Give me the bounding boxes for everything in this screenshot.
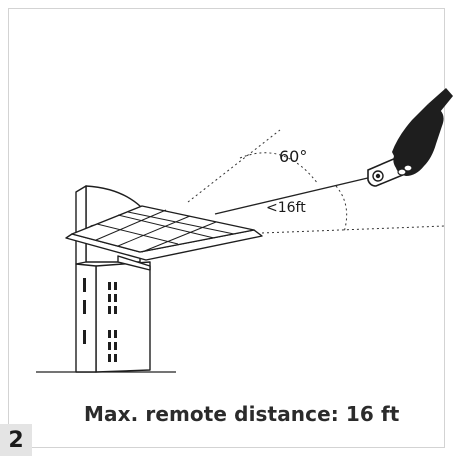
step-number-badge: 2	[0, 424, 32, 456]
signal-line	[214, 176, 373, 215]
tv-stand-with-shelf-icon	[65, 185, 263, 373]
distance-arc	[335, 185, 348, 233]
cone-lower-line	[261, 225, 446, 234]
hand-holding-remote-icon	[367, 88, 453, 187]
cone-upper-line	[187, 129, 281, 203]
angle-label: 60°	[279, 147, 307, 166]
caption-max-remote-distance: Max. remote distance: 16 ft	[84, 402, 400, 426]
diagram-frame	[8, 8, 445, 448]
range-cone	[187, 129, 446, 234]
distance-label: <16ft	[266, 200, 306, 216]
